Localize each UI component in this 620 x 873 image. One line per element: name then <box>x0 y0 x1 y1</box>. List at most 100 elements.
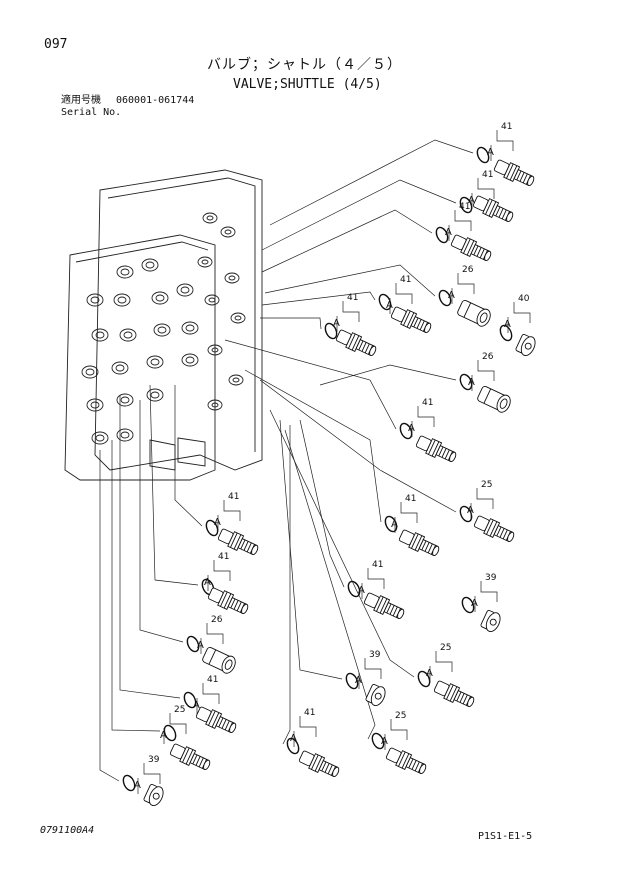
callout-4-part-number: 26 <box>462 265 474 275</box>
callout-10-o-ring <box>459 505 473 523</box>
callout-6-sub-label: A <box>386 300 393 311</box>
callout-11-leader-line <box>244 369 382 523</box>
callout-4-sub-label: A <box>448 290 455 301</box>
callout-6-leader-line <box>261 291 376 306</box>
callout-16-bracket <box>206 623 224 644</box>
callout-20-fitting-part-25 <box>169 743 211 771</box>
callout-7-bracket <box>342 301 360 322</box>
callout-23-leader-line <box>99 450 120 782</box>
callout-2-fitting-part-41 <box>472 195 514 223</box>
callout-3-sub-label: A <box>445 227 452 238</box>
callout-4-bracket <box>457 273 475 294</box>
callout-20-o-ring <box>163 724 177 742</box>
callout-11-fitting-part-41 <box>398 529 440 557</box>
callout-14-o-ring <box>461 596 475 614</box>
callout-9-bracket <box>417 406 435 427</box>
callout-22-o-ring <box>371 732 385 750</box>
callout-19-fitting-part-41 <box>195 706 237 734</box>
callout-19-leader-line <box>119 395 181 699</box>
callout-11-o-ring <box>384 515 398 533</box>
callout-3-leader-line <box>261 209 433 273</box>
callout-1-bracket <box>496 130 514 151</box>
callout-15-bracket <box>213 560 231 581</box>
callout-6-part-number: 41 <box>400 275 411 285</box>
callout-6-bracket <box>395 283 413 304</box>
callout-22-fitting-part-25 <box>385 747 427 775</box>
callout-9-sub-label: A <box>408 423 415 434</box>
callout-16-leader-line <box>139 400 184 643</box>
callout-15-leader-line <box>149 384 199 586</box>
callout-17-fitting-part-39 <box>365 683 386 707</box>
callout-16-sub-label: A <box>197 640 204 651</box>
callout-21-part-number: 41 <box>304 708 315 718</box>
callout-20-part-number: 25 <box>174 705 185 715</box>
callout-1-fitting-part-41 <box>493 159 535 187</box>
callout-12-fitting-part-41 <box>217 528 259 556</box>
callout-1-leader-line <box>269 139 474 226</box>
callout-13-part-number: 41 <box>372 560 383 570</box>
callout-19-sub-label: A <box>193 700 200 711</box>
callout-2-sub-label: A <box>468 195 475 206</box>
callout-14-sub-label: A <box>471 598 478 609</box>
callout-1-part-number: 41 <box>501 122 512 132</box>
callout-14-bracket <box>480 581 498 602</box>
callout-2-leader-line <box>261 179 457 251</box>
callout-21-fitting-part-41 <box>298 750 340 778</box>
callout-8-fitting-part-26 <box>477 385 511 413</box>
valve-body <box>64 169 263 481</box>
callout-7-sub-label: A <box>333 318 340 329</box>
callout-17-sub-label: A <box>355 675 362 686</box>
callout-19-part-number: 41 <box>207 675 218 685</box>
callout-8-leader-line <box>319 364 457 386</box>
fittings <box>143 159 536 807</box>
sheet-code: P1S1-E1-5 <box>478 831 533 842</box>
callout-11-bracket <box>400 502 418 523</box>
callout-12-sub-label: A <box>214 517 221 528</box>
callout-15-part-number: 41 <box>218 552 229 562</box>
callout-12-part-number: 41 <box>228 492 239 502</box>
callout-22-part-number: 25 <box>395 711 406 721</box>
callout-5-part-number: 40 <box>518 294 530 304</box>
callout-12-o-ring <box>205 519 219 537</box>
callout-13-leader-line <box>299 419 345 588</box>
callout-10-fitting-part-25 <box>473 515 515 543</box>
callout-3-bracket <box>454 210 472 231</box>
callout-17-part-number: 39 <box>369 650 381 660</box>
callout-18-o-ring <box>417 670 431 688</box>
page-title-english: VALVE;SHUTTLE (4/5) <box>233 77 382 92</box>
callout-9-fitting-part-41 <box>415 435 457 463</box>
callout-8-bracket <box>477 360 495 381</box>
callout-18-bracket <box>435 651 453 672</box>
callout-3-o-ring <box>435 226 449 244</box>
callout-23-bracket <box>143 763 161 784</box>
callout-21-sub-label: A <box>290 733 297 744</box>
callout-5-sub-label: A <box>504 319 511 330</box>
callout-20-sub-label: A <box>160 730 167 741</box>
callout-21-bracket <box>299 716 317 737</box>
callout-10-part-number: 25 <box>481 480 492 490</box>
callout-13-sub-label: A <box>358 585 365 596</box>
leader-lines <box>99 139 474 782</box>
callout-15-sub-label: A <box>204 577 211 588</box>
callout-21-leader-line <box>282 425 291 745</box>
callout-11-part-number: 41 <box>405 494 416 504</box>
callout-18-leader-line <box>269 409 415 678</box>
callout-14-fitting-part-39 <box>480 609 501 633</box>
callout-6-fitting-part-41 <box>390 306 432 334</box>
callout-16-fitting-part-26 <box>202 646 236 674</box>
callout-18-fitting-part-25 <box>433 680 475 708</box>
callout-1-sub-label: A <box>487 147 494 158</box>
callout-5-bracket <box>513 302 531 323</box>
callout-18-part-number: 25 <box>440 643 451 653</box>
callout-9-leader-line <box>224 339 397 430</box>
callout-12-leader-line <box>174 385 203 527</box>
serial-range: 060001-061744 <box>116 95 195 106</box>
callout-7-fitting-part-41 <box>335 329 377 357</box>
callout-18-sub-label: A <box>426 668 433 679</box>
callout-14-part-number: 39 <box>485 573 497 583</box>
callout-10-leader-line <box>259 379 457 513</box>
callout-22-bracket <box>390 719 408 740</box>
callout-2-bracket <box>477 178 495 199</box>
